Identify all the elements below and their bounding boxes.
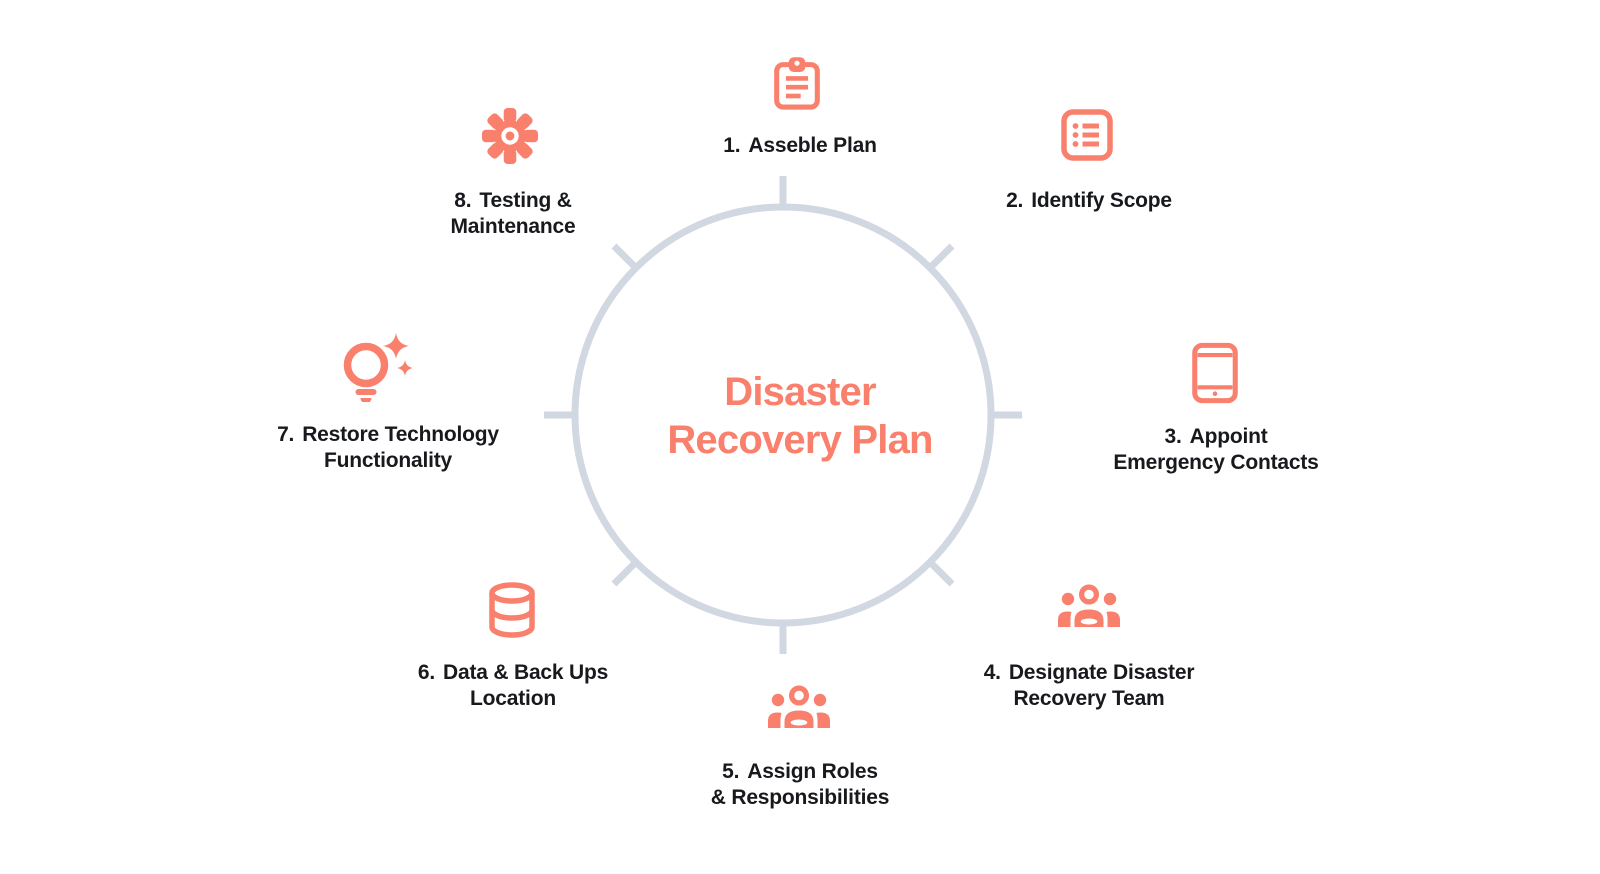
- database-icon: [485, 582, 539, 638]
- step-5-label: 5.Assign Roles & Responsibilities: [620, 759, 980, 811]
- checklist-icon: [1061, 109, 1113, 161]
- step-7-line-1: 7.Restore Technology: [277, 423, 499, 446]
- step-1-label: 1.Asseble Plan: [620, 133, 980, 159]
- step-4-line-1: 4.Designate Disaster: [983, 661, 1195, 684]
- step-7-label: 7.Restore Technology Functionality: [208, 422, 568, 474]
- sparkle-large: [383, 333, 409, 359]
- step-8-label: 8.Testing & Maintenance: [333, 188, 693, 240]
- step-5-line-1: 5.Assign Roles: [722, 760, 878, 783]
- step-2-line-1: 2.Identify Scope: [1006, 189, 1172, 212]
- step-1-line-1: 1.Asseble Plan: [723, 134, 877, 157]
- step-8-line-2: Maintenance: [450, 215, 576, 238]
- step-4-line-2: Recovery Team: [1013, 687, 1165, 710]
- tick-southeast: [927, 559, 955, 587]
- cycle-ring: [544, 176, 1022, 654]
- step-7-line-2: Functionality: [323, 449, 453, 472]
- step-6-line-1: 6.Data & Back Ups: [417, 661, 609, 684]
- diagram-title-line-2: Recovery Plan: [667, 418, 933, 462]
- lightbulb-sparkle-icon: [336, 332, 416, 402]
- clipboard-icon: [773, 56, 821, 112]
- smartphone-icon: [1192, 341, 1238, 405]
- gear-icon: [481, 107, 539, 165]
- tick-northwest: [611, 243, 639, 271]
- team-icon: [1057, 584, 1121, 630]
- step-6-label: 6.Data & Back Ups Location: [333, 660, 693, 712]
- diagram-title-line-1: Disaster: [724, 370, 876, 414]
- sparkle-small: [397, 360, 413, 376]
- step-3-line-1: 3.Appoint: [1164, 425, 1268, 448]
- step-2-label: 2.Identify Scope: [909, 188, 1269, 214]
- step-3-line-2: Emergency Contacts: [1113, 451, 1319, 474]
- diagram-title: Disaster Recovery Plan: [580, 368, 1020, 464]
- tick-southwest: [611, 559, 639, 587]
- step-6-line-2: Location: [470, 687, 556, 710]
- tick-northeast: [927, 243, 955, 271]
- step-3-label: 3.Appoint Emergency Contacts: [1036, 424, 1396, 476]
- step-8-line-1: 8.Testing &: [454, 189, 572, 212]
- step-5-line-2: & Responsibilities: [710, 786, 890, 809]
- step-4-label: 4.Designate Disaster Recovery Team: [909, 660, 1269, 712]
- team-icon: [767, 685, 831, 731]
